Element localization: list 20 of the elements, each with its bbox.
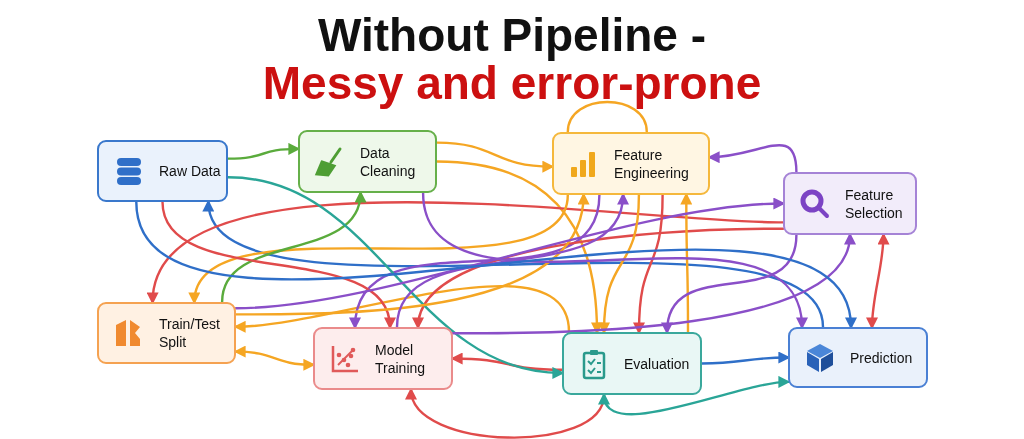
- process-box: [298, 130, 437, 193]
- process-box: [788, 327, 928, 388]
- process-box: [562, 332, 702, 395]
- node-label: Feature Engineering: [614, 145, 690, 182]
- node-label: Raw Data: [159, 162, 221, 180]
- node-label: Model Training: [375, 340, 427, 377]
- arrow: [407, 387, 606, 439]
- process-box: [313, 327, 453, 390]
- node-label: Data Cleaning: [360, 143, 417, 180]
- arrow: [866, 232, 890, 330]
- arrow: [600, 376, 791, 416]
- node-label: Feature Selection: [845, 185, 904, 222]
- process-box: [552, 132, 710, 195]
- node-label: Evaluation: [624, 354, 690, 373]
- process-box: [97, 140, 228, 202]
- node-label: Prediction: [850, 348, 913, 367]
- node-label: Train/Test Split: [159, 315, 221, 351]
- process-box: [783, 172, 917, 235]
- title: Without Pipeline -: [317, 10, 707, 60]
- process-box: [97, 302, 236, 364]
